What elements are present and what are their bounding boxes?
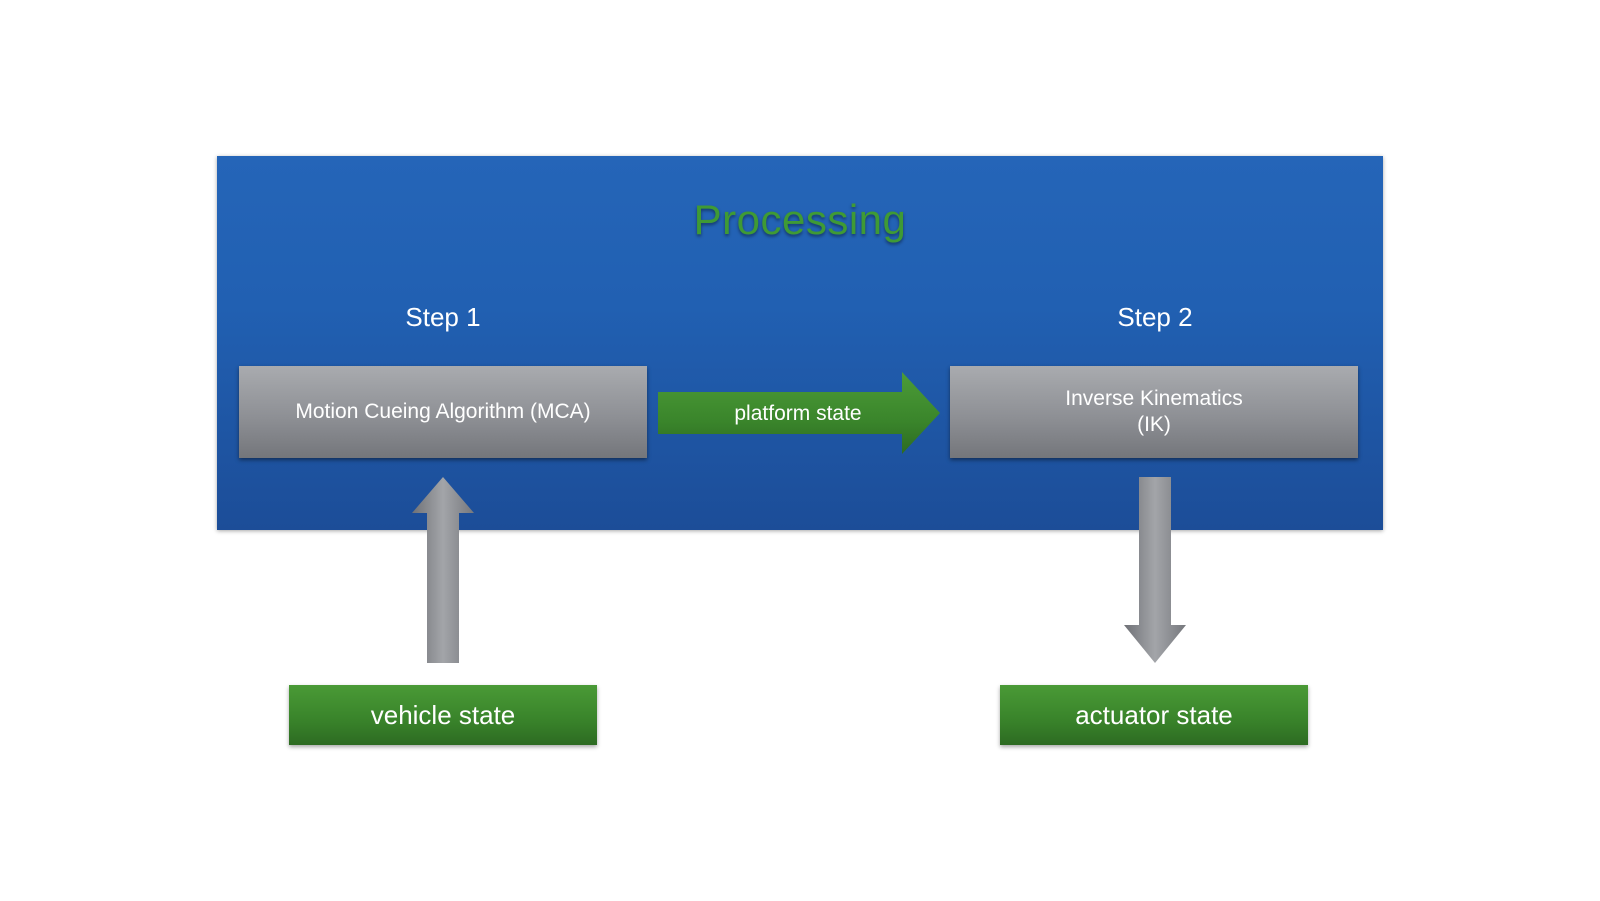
down-arrow xyxy=(1124,477,1186,663)
processing-title: Processing xyxy=(693,196,907,243)
processing-panel xyxy=(217,156,1383,530)
platform-state-label: platform state xyxy=(734,402,862,425)
actuator-state-box: actuator state xyxy=(1000,685,1308,745)
step-2-label: Step 2 xyxy=(1117,302,1193,332)
mca-box-text: Motion Cueing Algorithm (MCA) xyxy=(295,400,591,423)
up-arrow xyxy=(412,477,474,663)
step-1-label: Step 1 xyxy=(405,302,481,332)
ik-box-line-2: (IK) xyxy=(1137,413,1171,436)
platform-state-arrow xyxy=(658,372,940,454)
vehicle-state-box: vehicle state xyxy=(289,685,597,745)
ik-box-line-1: Inverse Kinematics xyxy=(1065,387,1243,410)
ik-box: Inverse Kinematics (IK) xyxy=(950,366,1358,458)
mca-box: Motion Cueing Algorithm (MCA) xyxy=(239,366,647,458)
